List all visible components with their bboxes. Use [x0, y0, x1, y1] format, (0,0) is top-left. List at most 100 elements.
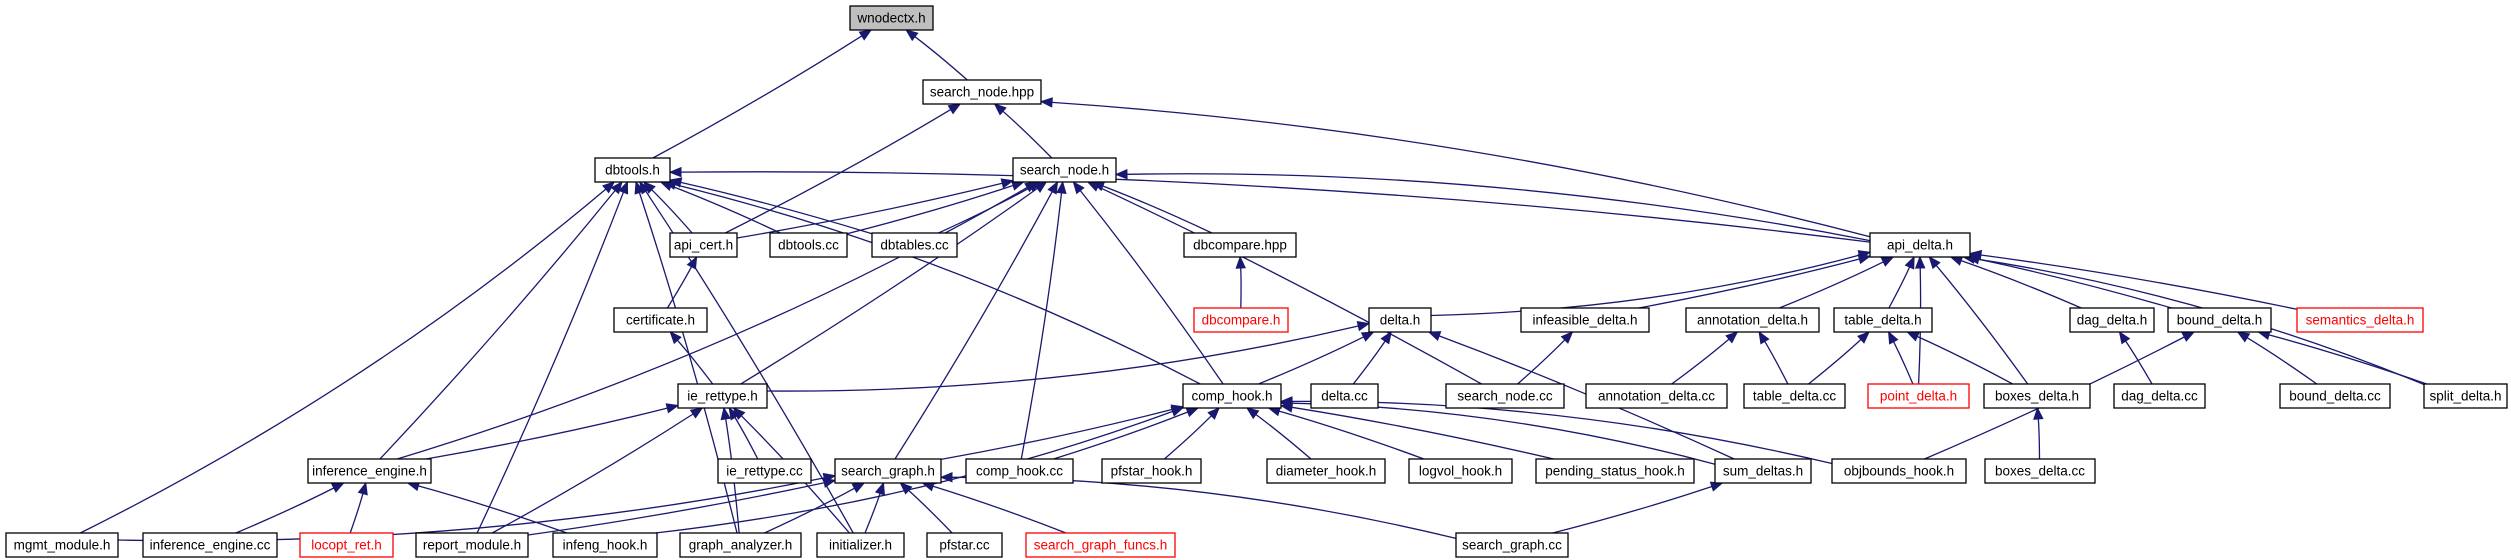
edge-line	[1764, 341, 1789, 385]
arrowhead-icon	[1039, 97, 1053, 108]
edge-bound_delta_cc-to-bound_delta_h	[2236, 331, 2318, 385]
file-node-certificate[interactable]: certificate.h	[613, 307, 708, 333]
file-node-table_delta_h[interactable]: table_delta.h	[1833, 307, 1933, 333]
file-node-split_delta[interactable]: split_delta.h	[2423, 383, 2508, 409]
file-node-api_cert[interactable]: api_cert.h	[669, 232, 738, 258]
edge-line	[651, 189, 693, 234]
file-node-semantics[interactable]: semantics_delta.h	[2296, 307, 2424, 333]
file-node-ie_rettype[interactable]: ie_rettype.h	[677, 383, 768, 409]
edge-line	[1430, 254, 1860, 317]
arrowhead-icon	[1380, 330, 1392, 345]
file-node-search_node_cc[interactable]: search_node.cc	[1445, 383, 1565, 409]
file-node-bound_delta_cc[interactable]: bound_delta.cc	[2279, 383, 2391, 409]
edge-api_cert-to-search_node_h	[736, 178, 1015, 239]
file-node-label: infeng_hook.h	[563, 538, 648, 553]
edge-line	[379, 190, 616, 460]
file-node-api_delta[interactable]: api_delta.h	[1869, 232, 1971, 258]
edge-line	[655, 410, 1173, 534]
file-node-report_module[interactable]: report_module.h	[415, 532, 529, 558]
file-node-box	[1585, 383, 1728, 409]
file-node-box	[1867, 383, 1970, 409]
file-node-diameter_hook[interactable]: diameter_hook.h	[1266, 458, 1386, 484]
file-node-inference_engine_cc[interactable]: inference_engine.cc	[142, 532, 278, 558]
file-node-mgmt_module[interactable]: mgmt_module.h	[5, 532, 119, 558]
file-node-inference_engine_h[interactable]: inference_engine.h	[307, 458, 432, 484]
edge-comp_hook_cc-to-comp_hook	[1053, 407, 1200, 460]
arrowhead-icon	[602, 181, 616, 194]
file-node-delta_cc[interactable]: delta.cc	[1310, 383, 1379, 409]
arrowhead-icon	[686, 255, 698, 270]
arrowhead-icon	[2118, 330, 2131, 345]
file-node-boxes_delta_cc[interactable]: boxes_delta.cc	[1984, 458, 2096, 484]
edge-line	[932, 485, 1067, 534]
file-node-locopt_ret[interactable]: locopt_ret.h	[299, 532, 394, 558]
edge-dbtables-to-search_node_h	[938, 181, 1042, 234]
file-node-ie_rettype_cc[interactable]: ie_rettype.cc	[717, 458, 812, 484]
file-node-label: inference_engine.cc	[150, 538, 271, 553]
file-node-initializer[interactable]: initializer.h	[816, 532, 905, 558]
file-node-label: table_delta.cc	[1753, 389, 1837, 404]
file-node-search_node_h[interactable]: search_node.h	[1012, 157, 1117, 183]
file-node-dbcompare_hpp[interactable]: dbcompare.hpp	[1183, 232, 1297, 258]
file-node-annotation_cc[interactable]: annotation_delta.cc	[1585, 383, 1728, 409]
file-node-dag_delta_cc[interactable]: dag_delta.cc	[2113, 383, 2206, 409]
arrowhead-icon	[822, 477, 837, 488]
file-node-annotation[interactable]: annotation_delta.h	[1685, 307, 1820, 333]
file-node-logvol_hook[interactable]: logvol_hook.h	[1408, 458, 1513, 484]
edge-line	[1935, 264, 2029, 385]
edge-line	[1020, 192, 1063, 460]
file-node-label: delta.h	[1380, 313, 1421, 328]
file-node-dag_delta_h[interactable]: dag_delta.h	[2069, 307, 2155, 333]
file-node-pfstar_hook[interactable]: pfstar_hook.h	[1101, 458, 1202, 484]
file-node-label: dbtools.cc	[778, 238, 839, 253]
edge-line	[666, 266, 693, 309]
file-node-sum_deltas[interactable]: sum_deltas.h	[1714, 458, 1812, 484]
file-node-search_graph_funcs[interactable]: search_graph_funcs.h	[1025, 532, 1176, 558]
arrowhead-icon	[905, 29, 919, 42]
file-node-label: api_delta.h	[1887, 238, 1953, 253]
file-node-graph_analyzer[interactable]: graph_analyzer.h	[679, 532, 802, 558]
file-node-point_delta[interactable]: point_delta.h	[1867, 383, 1970, 409]
edge-line	[764, 487, 855, 534]
file-node-label: comp_hook.cc	[976, 464, 1063, 479]
file-node-label: search_graph_funcs.h	[1034, 538, 1168, 553]
file-node-pfstar_cc[interactable]: pfstar.cc	[926, 532, 1003, 558]
file-node-search_graph_h[interactable]: search_graph.h	[834, 458, 942, 484]
edge-table_delta_cc-to-table_delta_h	[1808, 331, 1870, 385]
file-node-label: search_node.cc	[1457, 389, 1553, 404]
file-node-table_delta_cc[interactable]: table_delta.cc	[1743, 383, 1846, 409]
edge-line	[418, 485, 568, 534]
file-node-search_node_hpp[interactable]: search_node.hpp	[922, 79, 1042, 105]
file-node-label: semantics_delta.h	[2306, 313, 2415, 328]
file-node-dbtools_cc[interactable]: dbtools.cc	[769, 232, 848, 258]
file-node-delta_h[interactable]: delta.h	[1368, 307, 1432, 333]
edge-line	[235, 487, 335, 534]
file-node-comp_hook_cc[interactable]: comp_hook.cc	[965, 458, 1074, 484]
file-node-comp_hook[interactable]: comp_hook.h	[1182, 383, 1282, 409]
file-node-box	[926, 532, 1003, 558]
file-node-bound_delta_h[interactable]: bound_delta.h	[2167, 307, 2272, 333]
edge-api_delta-to-search_node_hpp	[1039, 97, 1871, 238]
arrowhead-icon	[2236, 331, 2251, 343]
file-node-objbounds_hook[interactable]: objbounds_hook.h	[1831, 458, 1967, 484]
file-node-label: inference_engine.h	[312, 464, 427, 479]
file-node-pending_status[interactable]: pending_status_hook.h	[1535, 458, 1695, 484]
file-node-label: ie_rettype.h	[687, 389, 758, 404]
file-node-search_graph_cc[interactable]: search_graph.cc	[1455, 532, 1569, 558]
file-node-label: dag_delta.h	[2077, 313, 2148, 328]
file-node-label: certificate.h	[626, 313, 695, 328]
file-node-dbcompare_h[interactable]: dbcompare.h	[1193, 307, 1289, 333]
arrowhead-icon	[1914, 255, 1926, 269]
file-node-label: infeasible_delta.h	[1532, 313, 1637, 328]
arrowhead-icon	[668, 166, 682, 178]
file-node-infeasible[interactable]: infeasible_delta.h	[1520, 307, 1650, 333]
edge-line	[1163, 415, 1212, 460]
file-node-dbtools_h[interactable]: dbtools.h	[594, 157, 671, 183]
file-node-box	[5, 532, 119, 558]
file-node-boxes_delta_h[interactable]: boxes_delta.h	[1983, 383, 2091, 409]
arrowhead-icon	[899, 482, 913, 495]
file-node-infeng_hook[interactable]: infeng_hook.h	[552, 532, 658, 558]
file-node-box	[1833, 307, 1933, 333]
edge-search_graph_h-to-comp_hook	[940, 404, 1185, 461]
file-node-dbtables[interactable]: dbtables.cc	[871, 232, 958, 258]
